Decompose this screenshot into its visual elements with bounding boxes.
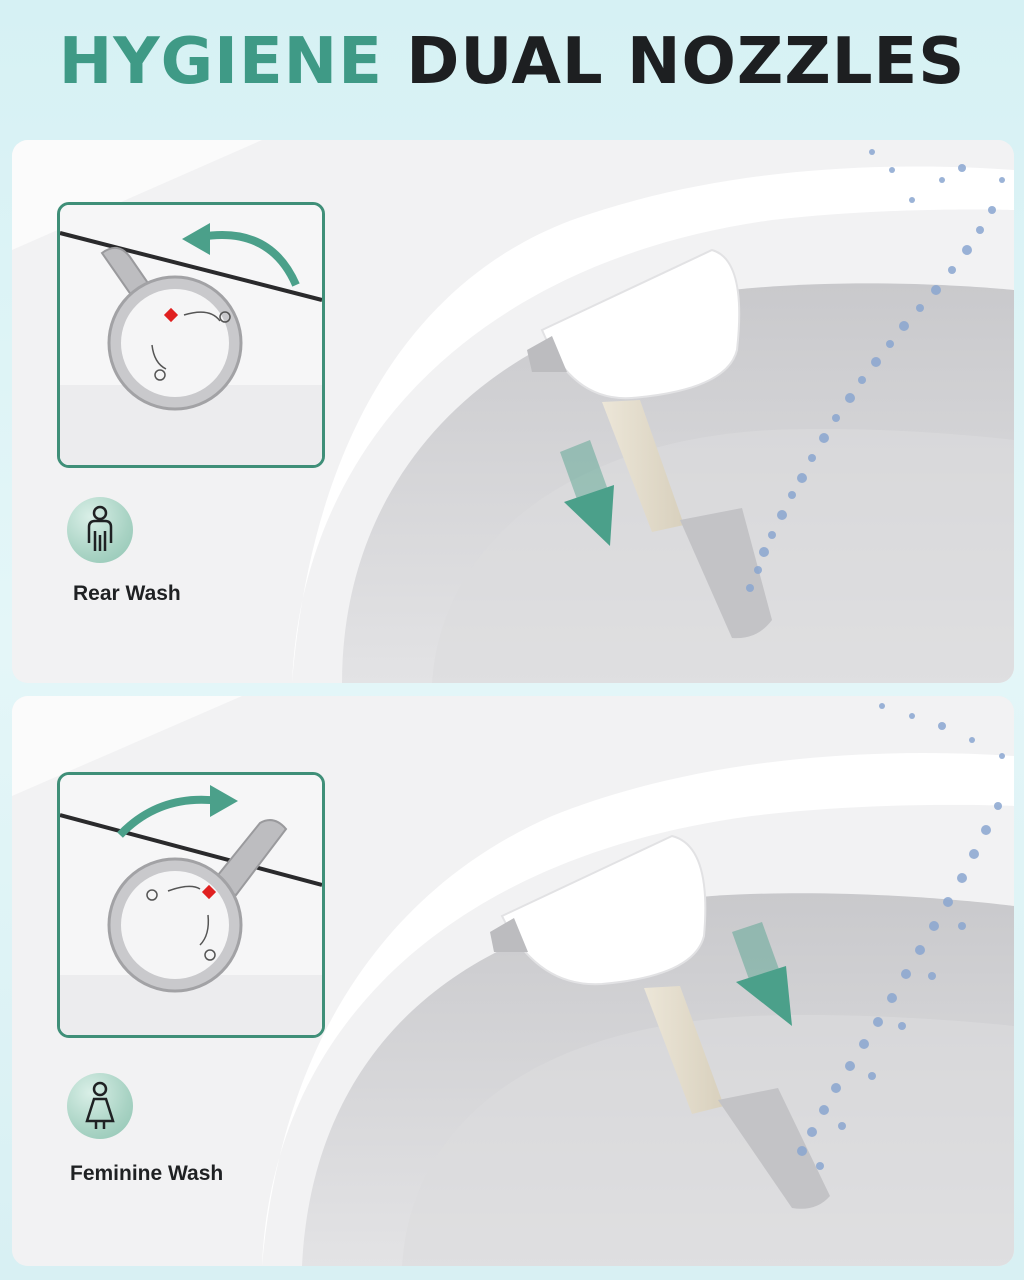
knob-closeup-feminine — [57, 772, 325, 1038]
rear-wash-panel: Rear Wash — [12, 140, 1014, 683]
knob-closeup-rear — [57, 202, 325, 468]
page-title: HYGIENE DUAL NOZZLES — [0, 22, 1024, 102]
curved-arrow-right-icon — [210, 785, 238, 817]
feminine-wash-person-icon — [67, 1073, 133, 1139]
toilet-seat-illustration — [12, 140, 1014, 683]
title-main: DUAL NOZZLES — [406, 25, 966, 99]
feminine-wash-panel: Feminine Wash — [12, 696, 1014, 1266]
mode-label-feminine: Feminine Wash — [70, 1162, 224, 1185]
title-accent: HYGIENE — [58, 25, 383, 99]
rear-wash-person-icon — [67, 497, 133, 563]
curved-arrow-left-icon — [182, 223, 210, 255]
position-indicator — [163, 307, 179, 323]
position-indicator — [201, 884, 217, 900]
down-arrow-icon — [560, 440, 614, 546]
mode-label-rear: Rear Wash — [73, 582, 181, 605]
down-arrow-icon — [732, 922, 792, 1026]
